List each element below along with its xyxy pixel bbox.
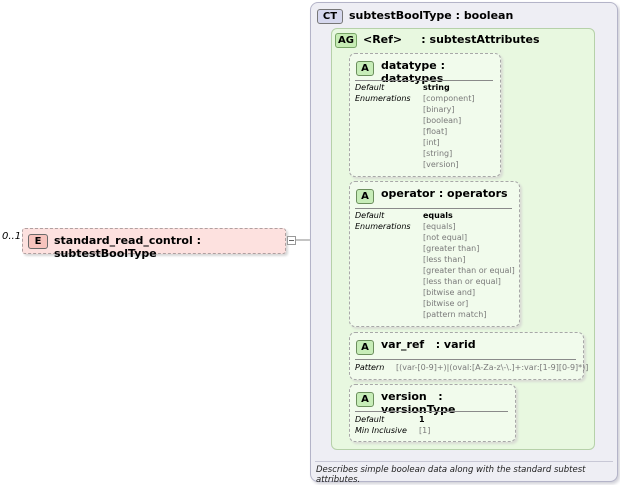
enumeration-item: [less than]: [423, 255, 466, 264]
attribute-badge: A: [356, 61, 374, 76]
element-title: standard_read_control : subtestBoolType: [54, 234, 201, 260]
enumeration-item: [equals]: [423, 222, 456, 231]
attribute-operator[interactable]: A operator : operators Default Enumerati…: [349, 181, 520, 327]
attribute-group-name: subtestAttributes: [429, 33, 540, 46]
enumeration-item: [int]: [423, 138, 440, 147]
complex-type-documentation: Describes simple boolean data along with…: [316, 465, 586, 485]
attribute-title: var_ref : varid: [381, 338, 476, 351]
attribute-group-badge: AG: [335, 33, 357, 48]
attribute-group-title: <Ref> : subtestAttributes: [363, 33, 540, 46]
attribute-badge: A: [356, 189, 374, 204]
collapse-toggle-icon[interactable]: [287, 236, 296, 245]
enumeration-item: [not equal]: [423, 233, 468, 242]
attribute-badge: A: [356, 392, 374, 407]
attribute-name: datatype: [381, 59, 437, 72]
enumerations-label: Enumerations: [355, 222, 411, 231]
attribute-var-ref[interactable]: A var_ref : varid Pattern [(var-[0-9]+)|…: [349, 332, 588, 380]
min-inclusive-label: Min Inclusive: [355, 426, 407, 435]
min-inclusive-value: [1]: [419, 426, 431, 435]
complex-type-name: subtestBoolType: [349, 9, 452, 22]
attribute-title: version : versionType: [381, 390, 456, 416]
default-value: equals: [423, 211, 453, 220]
attribute-name: operator: [381, 187, 435, 200]
enumeration-item: [binary]: [423, 105, 455, 114]
enumeration-item: [boolean]: [423, 116, 462, 125]
attribute-divider: [355, 359, 576, 360]
complex-type-title: subtestBoolType : boolean: [349, 9, 514, 22]
enumeration-item: [greater than]: [423, 244, 480, 253]
enumeration-item: [version]: [423, 160, 459, 169]
enumeration-item: [bitwise and]: [423, 288, 476, 297]
enumerations-label: Enumerations: [355, 94, 411, 103]
enumeration-item: [component]: [423, 94, 475, 103]
complex-type-badge: CT: [317, 9, 343, 24]
enumeration-item: [bitwise or]: [423, 299, 469, 308]
attribute-type: datatypes: [381, 72, 444, 85]
default-value: string: [423, 83, 450, 92]
attribute-type: operators: [447, 187, 508, 200]
enumeration-item: [greater than or equal]: [423, 266, 515, 275]
attribute-type: varid: [443, 338, 476, 351]
element-node[interactable]: E standard_read_control : subtestBoolTyp…: [22, 228, 286, 260]
attribute-version[interactable]: A version : versionType Default Min Incl…: [349, 384, 516, 442]
attribute-type: versionType: [381, 403, 456, 416]
default-value: 1: [419, 415, 425, 424]
documentation-divider: [315, 461, 613, 462]
default-label: Default: [355, 83, 385, 92]
enumeration-item: [less than or equal]: [423, 277, 501, 286]
element-badge: E: [28, 234, 48, 249]
attribute-divider: [355, 411, 508, 412]
element-occurrence: 0..1: [2, 231, 22, 242]
element-type: subtestBoolType: [54, 247, 157, 260]
attribute-name: var_ref: [381, 338, 425, 351]
attribute-divider: [355, 80, 493, 81]
enumeration-item: [string]: [423, 149, 453, 158]
default-label: Default: [355, 211, 385, 220]
pattern-label: Pattern: [355, 363, 385, 372]
element-name: standard_read_control: [54, 234, 193, 247]
attribute-group-ref: <Ref>: [363, 33, 403, 46]
attribute-divider: [355, 208, 512, 209]
attribute-title: operator : operators: [381, 187, 508, 200]
attribute-title: datatype : datatypes: [381, 59, 445, 85]
default-label: Default: [355, 415, 385, 424]
attribute-name: version: [381, 390, 427, 403]
complex-type-base: boolean: [463, 9, 514, 22]
attribute-badge: A: [356, 340, 374, 355]
pattern-value: [(var-[0-9]+)|(oval:[A-Za-z\-\.]+:var:[1…: [396, 363, 589, 372]
attribute-datatype[interactable]: A datatype : datatypes Default Enumerati…: [349, 53, 501, 177]
enumeration-item: [float]: [423, 127, 448, 136]
enumeration-item: [pattern match]: [423, 310, 487, 319]
